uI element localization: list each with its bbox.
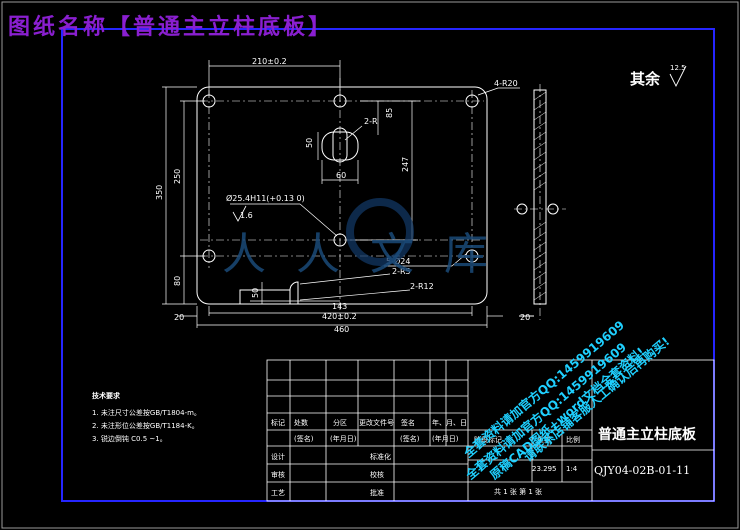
dim-1-6: 1.6 — [240, 211, 253, 220]
side-view-hatching — [533, 91, 547, 301]
roughness-value: 12.5 — [670, 64, 686, 72]
dim-85: 85 — [385, 108, 394, 118]
dim-420: 420±0.2 — [322, 312, 357, 321]
tb-cell: 设计 — [271, 453, 285, 461]
dim-143: 143 — [332, 302, 347, 311]
dim-460: 460 — [334, 325, 349, 334]
dim-2r12: 2-R12 — [410, 282, 434, 291]
tb-cell: (年月日) — [330, 435, 357, 443]
drawing-heading: 图纸名称【普通主立柱底板】 — [8, 14, 334, 40]
dim-250: 250 — [173, 169, 182, 184]
tb-cell: 更改文件号 — [359, 419, 394, 427]
tb-scale-label: 比例 — [566, 436, 580, 444]
dim-2r5: 2-R5 — [392, 267, 411, 276]
dim-50-top: 50 — [305, 138, 314, 148]
tb-sheets: 共 1 张 第 1 张 — [494, 488, 543, 496]
tb-cell: 年、月、日 — [432, 419, 467, 427]
tech-item: 3. 锐边倒钝 C0.5 ~1。 — [92, 435, 167, 443]
dim-bore: Ø25.4H11(+0.13 0) — [226, 193, 305, 203]
watermark-logo: 人人文库 — [222, 229, 518, 280]
tb-cell: (年月日) — [432, 435, 459, 443]
technical-requirements: 技术要求 1. 未注尺寸公差按GB/T1804-m。 2. 未注形位公差按GB/… — [92, 390, 201, 446]
dim-20-right: 20 — [520, 313, 530, 322]
title-block — [266, 359, 715, 502]
tb-cell: 审核 — [271, 471, 285, 479]
tb-cell: 标记 — [271, 419, 285, 427]
part-name: 普通主立柱底板 — [598, 427, 696, 443]
plate-outline — [196, 86, 488, 305]
tb-cell: 处数 — [294, 419, 308, 427]
tb-weight-value: 23.295 — [532, 465, 557, 473]
tb-stage-label: 阶段标记 — [474, 436, 502, 444]
dim-210: 210±0.2 — [252, 57, 287, 66]
tb-cell: (签名) — [294, 435, 314, 443]
drawing-number: QJY04-02B-01-11 — [594, 464, 691, 477]
dim-80: 80 — [173, 276, 182, 286]
tb-weight-label: 重量 — [537, 436, 551, 444]
tb-cell: 标准化 — [370, 453, 391, 461]
tb-cell: 批准 — [370, 489, 384, 497]
tb-cell: (签名) — [400, 435, 420, 443]
dim-20-left: 20 — [174, 313, 184, 322]
tech-item: 1. 未注尺寸公差按GB/T1804-m。 — [92, 409, 201, 417]
tb-cell: 工艺 — [271, 489, 285, 497]
tb-cell: 分区 — [333, 419, 347, 427]
tb-scale-value: 1:4 — [566, 465, 578, 473]
dim-60: 60 — [336, 171, 346, 180]
tech-item: 2. 未注形位公差按GB/T1184-K。 — [92, 422, 199, 430]
dim-350: 350 — [155, 185, 164, 200]
plate-side-view — [514, 84, 566, 320]
dim-50-bot: 50 — [251, 288, 260, 298]
roughness-symbol-bore — [232, 205, 247, 222]
tb-cell: 校核 — [370, 471, 384, 479]
watermark-circle — [346, 198, 414, 266]
bottom-slot — [239, 289, 291, 304]
tb-cell: 签名 — [401, 419, 415, 427]
tech-title: 技术要求 — [92, 392, 120, 400]
dim-5phi24: 5-Ø24 — [386, 256, 410, 266]
dim-247: 247 — [401, 157, 410, 172]
dim-2r: 2-R — [364, 117, 378, 126]
other-finish-label: 其余 — [630, 70, 661, 88]
centre-lines — [200, 78, 484, 320]
roughness-symbol-other — [669, 65, 687, 88]
dim-4r20: 4-R20 — [494, 79, 518, 88]
